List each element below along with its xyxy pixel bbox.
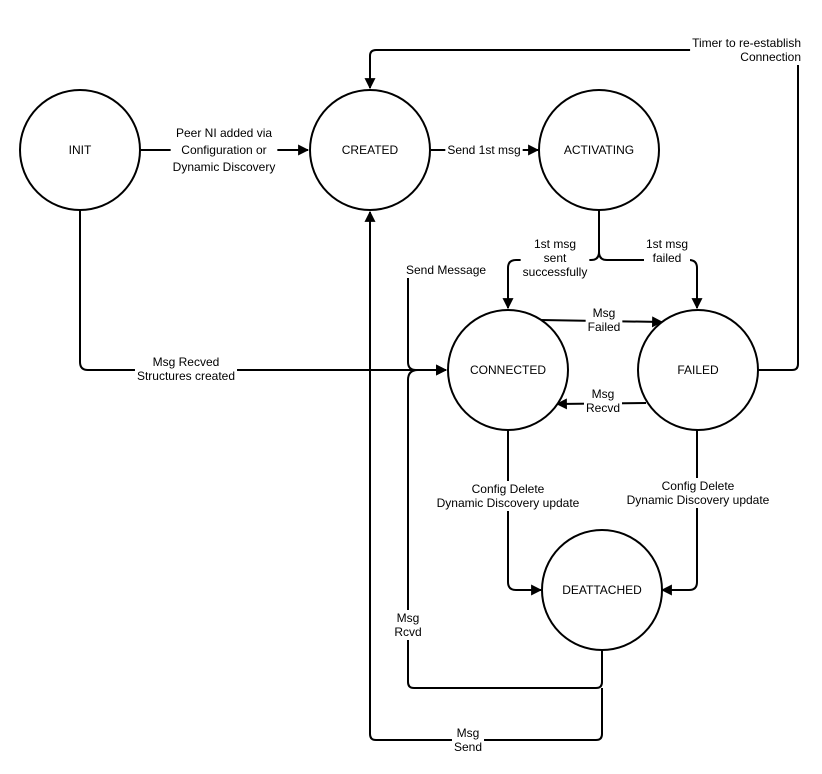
edge-label-line: Msg Recved <box>153 355 220 369</box>
edge-label-line: Failed <box>588 320 621 334</box>
edge-label-line: failed <box>653 251 682 265</box>
state-failed: FAILED <box>637 309 759 431</box>
edge-label-line: Msg <box>593 306 616 320</box>
state-connected-label: CONNECTED <box>470 363 546 377</box>
edge-label-line: sent <box>544 251 567 265</box>
edge-label-line: 1st msg <box>646 237 688 251</box>
edge-label-line: Peer NI added via <box>176 126 272 140</box>
edge-failed-deattached <box>660 430 698 596</box>
edge-label-line: Structures created <box>137 369 235 383</box>
state-failed-label: FAILED <box>677 363 719 377</box>
state-connected: CONNECTED <box>447 309 569 431</box>
edge-label-line: Timer to re-establish <box>692 36 801 50</box>
edge-label-line: Config Delete <box>662 479 735 493</box>
edge-label-line: Dynamic Discovery update <box>437 496 580 510</box>
edge-label-background <box>170 125 278 175</box>
edge-deattached-rcvd <box>407 369 603 689</box>
edge-label-background <box>392 610 424 640</box>
edge-label-background <box>434 481 582 511</box>
edge-label-line: Send 1st msg <box>447 143 520 157</box>
edge-label-line: Config Delete <box>472 482 545 496</box>
state-deattached: DEATTACHED <box>541 529 663 651</box>
state-deattached-label: DEATTACHED <box>562 583 642 597</box>
edge-label-line: Send Message <box>406 263 486 277</box>
edge-label-line: Send <box>454 740 482 754</box>
edge-label-line: Msg <box>397 611 420 625</box>
state-init: INIT <box>19 89 141 211</box>
edge-connected-deattached <box>507 430 543 596</box>
edge-deattached-send <box>364 210 603 741</box>
edge-label-line: Rcvd <box>394 625 421 639</box>
edge-label-line: Msg <box>457 726 480 740</box>
edge-label-background <box>624 478 772 508</box>
state-init-label: INIT <box>69 143 92 157</box>
edge-label-created-activating: Send 1st msg <box>445 142 523 158</box>
edge-label-line: Msg <box>592 387 615 401</box>
edge-label-background <box>585 305 623 335</box>
state-created: CREATED <box>309 89 431 211</box>
edge-label-background <box>451 725 485 755</box>
edge-label-background <box>404 262 489 278</box>
edge-label-send-message: Send Message <box>404 262 489 278</box>
state-created-label: CREATED <box>342 143 399 157</box>
edge-label-background <box>134 354 238 384</box>
edge-label-background <box>643 236 691 266</box>
state-activating-label: ACTIVATING <box>564 143 634 157</box>
edge-label-line: 1st msg <box>534 237 576 251</box>
edge-label-line: Connection <box>740 50 801 64</box>
edge-label-line: Dynamic Discovery update <box>627 493 770 507</box>
edge-label-background <box>520 236 590 280</box>
edge-label-background <box>583 386 623 416</box>
edge-label-line: successfully <box>523 265 588 279</box>
edge-label-background <box>690 35 803 65</box>
edge-label-background <box>445 142 523 158</box>
edge-label-line: Configuration or <box>181 143 266 157</box>
edge-label-line: Recvd <box>586 401 620 415</box>
edge-init-connected <box>79 210 448 376</box>
state-activating: ACTIVATING <box>538 89 660 211</box>
edge-send-message <box>407 275 448 376</box>
edge-label-line: Dynamic Discovery <box>173 160 276 174</box>
